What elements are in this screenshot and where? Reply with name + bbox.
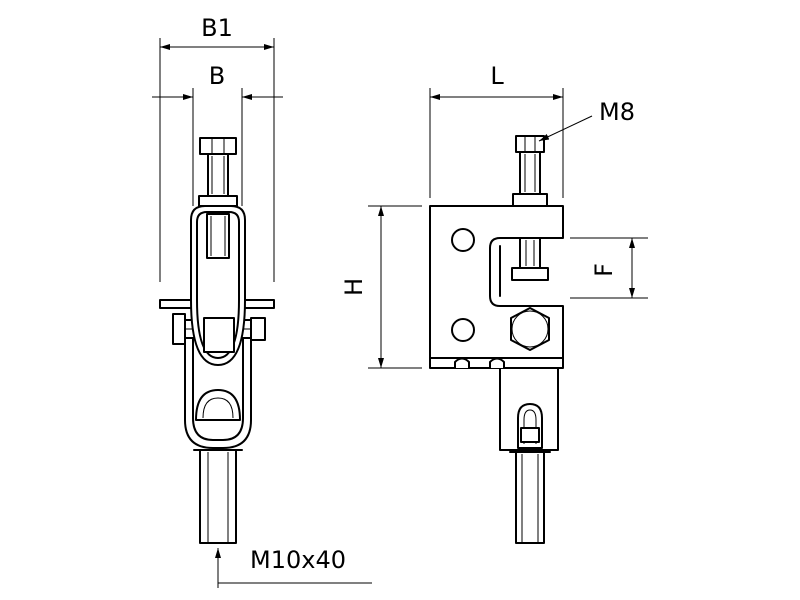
- top-screw-side: [512, 135, 548, 207]
- dim-b1: B1: [159, 14, 275, 282]
- threaded-rod-front: [193, 449, 243, 544]
- dim-h-label: H: [340, 278, 368, 296]
- dim-m8-label: M8: [599, 98, 635, 126]
- dim-m8: M8: [538, 98, 635, 142]
- top-screw-front: [198, 137, 238, 207]
- dim-l-label: L: [490, 62, 504, 90]
- dim-f: F: [570, 237, 648, 299]
- dim-l: L: [429, 62, 564, 198]
- front-view: B1 B M10x40: [152, 14, 372, 588]
- clamp-body-front: [190, 205, 246, 366]
- dim-b: B: [152, 62, 283, 206]
- dim-m10x40-label: M10x40: [250, 546, 346, 574]
- threaded-rod-side: [509, 451, 551, 544]
- side-view: L M8 H F: [340, 62, 648, 544]
- saddle-front: [195, 389, 241, 421]
- hex-nut-side: [510, 307, 550, 351]
- dim-h: H: [340, 205, 422, 369]
- dim-f-label: F: [590, 263, 618, 277]
- dim-m10x40: M10x40: [215, 546, 372, 588]
- dim-b1-label: B1: [201, 14, 233, 42]
- dim-b-label: B: [209, 62, 225, 90]
